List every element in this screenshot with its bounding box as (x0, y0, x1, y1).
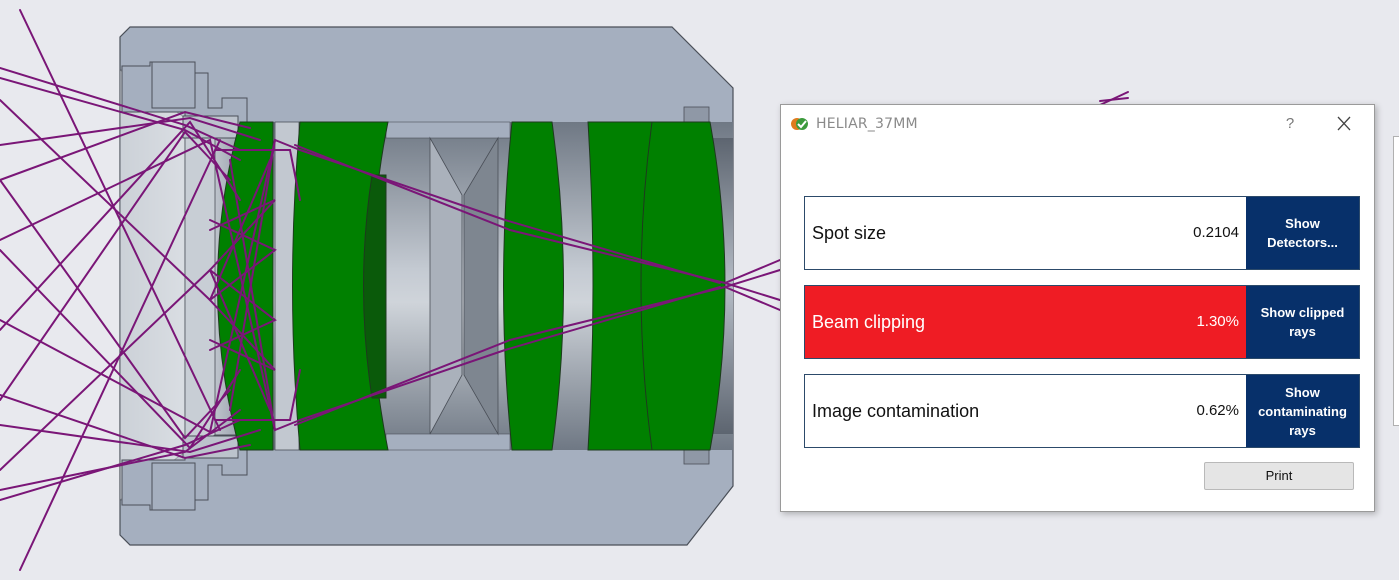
lens-element-5 (587, 121, 726, 451)
metric-label: Beam clipping (812, 312, 926, 332)
show-contaminating-rays-button[interactable]: Show contaminating rays (1246, 375, 1359, 447)
metric-value: 1.30% (1196, 313, 1239, 330)
show-detectors-button[interactable]: Show Detectors... (1246, 197, 1359, 269)
lens-element-4 (503, 121, 564, 451)
lens-element-3 (363, 174, 387, 399)
analysis-dialog: HELIAR_37MM ? Spot size 0.2104 Show Dete… (780, 104, 1375, 512)
help-icon[interactable]: ? (1285, 115, 1295, 132)
lens-elements (217, 121, 726, 451)
metric-label: Spot size (812, 223, 887, 243)
metric-beam-clipping: Beam clipping 1.30% Show clipped rays (804, 285, 1360, 359)
show-clipped-rays-button[interactable]: Show clipped rays (1246, 286, 1359, 358)
ray-traces (0, 9, 1129, 571)
app-icon (791, 118, 808, 130)
metric-image-contamination: Image contamination 0.62% Show contamina… (804, 374, 1360, 448)
close-icon[interactable] (1332, 113, 1356, 135)
print-button[interactable]: Print (1204, 462, 1354, 490)
metric-label: Image contamination (812, 401, 980, 421)
side-panel-edge (1393, 136, 1399, 426)
lens-element-1 (217, 121, 274, 451)
metric-value: 0.2104 (1193, 224, 1239, 241)
dialog-titlebar[interactable]: HELIAR_37MM ? (781, 105, 1374, 143)
dialog-title: HELIAR_37MM (816, 116, 918, 132)
metric-value: 0.62% (1196, 402, 1239, 419)
metric-spot-size: Spot size 0.2104 Show Detectors... (804, 196, 1360, 270)
